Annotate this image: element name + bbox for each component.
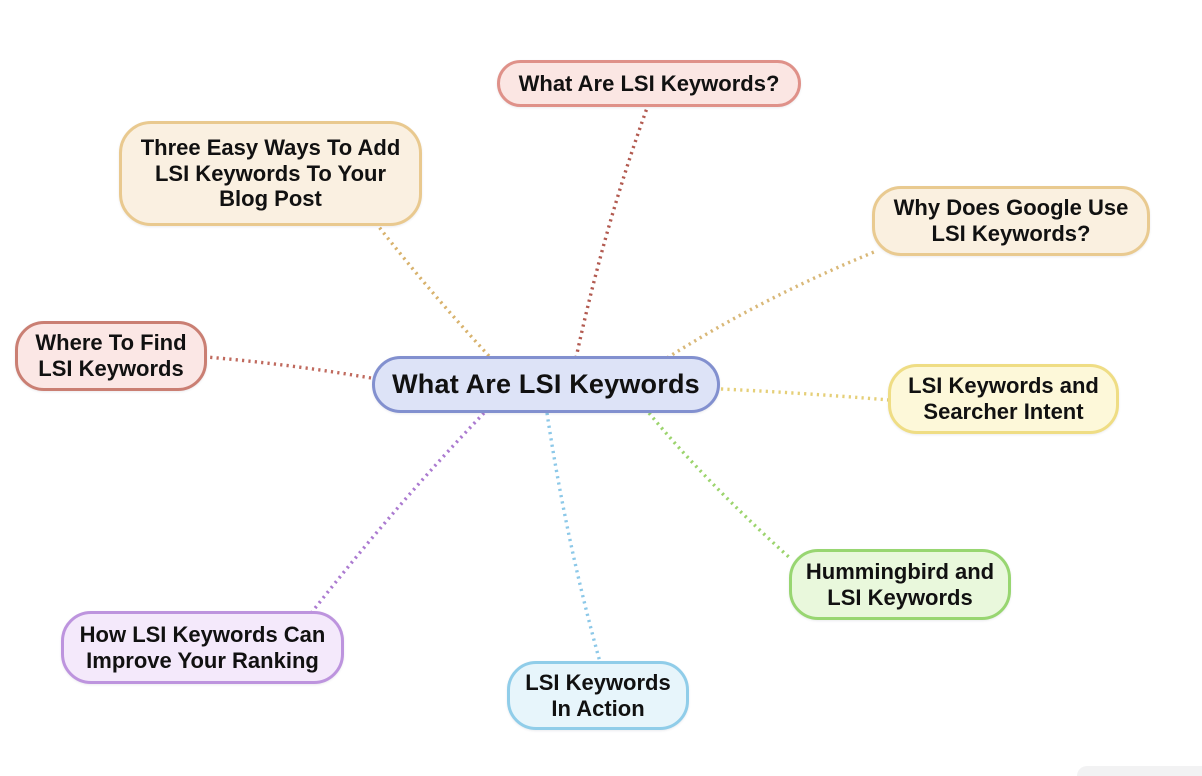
node-label: Hummingbird and LSI Keywords [805, 558, 995, 610]
node-how-lsi-keywords-can-improve-your-ranking[interactable]: How LSI Keywords Can Improve Your Rankin… [61, 611, 344, 684]
node-hummingbird-and-lsi-keywords[interactable]: Hummingbird and LSI Keywords [789, 549, 1011, 620]
node-central-what-are-lsi-keywords[interactable]: What Are LSI Keywords [372, 356, 720, 413]
node-what-are-lsi-keywords[interactable]: What Are LSI Keywords? [497, 60, 801, 107]
node-label: LSI Keywords and Searcher Intent [908, 373, 1099, 424]
node-central-label: What Are LSI Keywords [392, 368, 700, 399]
node-where-to-find-lsi-keywords[interactable]: Where To Find LSI Keywords [15, 321, 207, 391]
node-label: Where To Find LSI Keywords [35, 330, 187, 381]
connector-upper-right [666, 250, 875, 360]
node-why-does-google-use-lsi-keywords[interactable]: Why Does Google Use LSI Keywords? [872, 186, 1150, 256]
node-lsi-keywords-and-searcher-intent[interactable]: LSI Keywords and Searcher Intent [888, 364, 1119, 434]
node-three-easy-ways-to-add-lsi-keywords[interactable]: Three Easy Ways To Add LSI Keywords To Y… [119, 121, 422, 226]
node-label: LSI Keywords In Action [525, 669, 671, 721]
connector-bottom [545, 412, 602, 663]
connector-upper-left [377, 225, 491, 358]
connector-right [720, 387, 890, 402]
connector-left [205, 355, 372, 380]
node-label: How LSI Keywords Can Improve Your Rankin… [79, 621, 326, 673]
node-lsi-keywords-in-action[interactable]: LSI Keywords In Action [507, 661, 689, 730]
node-label: Three Easy Ways To Add LSI Keywords To Y… [140, 134, 401, 212]
node-label: Why Does Google Use LSI Keywords? [893, 195, 1129, 246]
connector-lower-right [647, 411, 793, 561]
connector-lower-left [310, 411, 486, 614]
node-label: What Are LSI Keywords? [518, 70, 780, 96]
connector-top [574, 107, 649, 359]
window-corner-artifact [1077, 766, 1202, 776]
